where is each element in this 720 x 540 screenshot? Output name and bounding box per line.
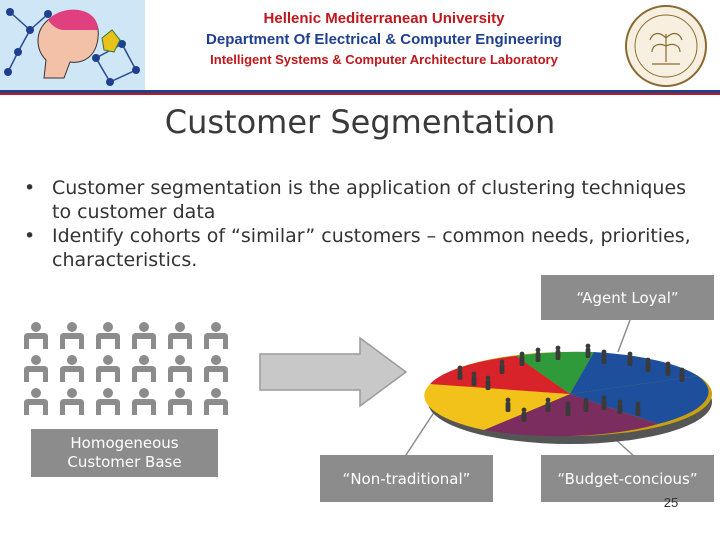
header-rule (0, 90, 720, 93)
person-icon (168, 355, 192, 382)
person-icon (168, 322, 192, 349)
person-icon (132, 322, 156, 349)
person-icon (96, 388, 120, 415)
person-icon (168, 388, 192, 415)
person-icon (132, 388, 156, 415)
header-banner: Hellenic Mediterranean University Depart… (0, 0, 720, 92)
person-icon (96, 355, 120, 382)
person-icon (60, 388, 84, 415)
base-label-line1: Homogeneous (70, 434, 179, 452)
department-name: Department Of Electrical & Computer Engi… (206, 31, 562, 48)
header-rule-accent (0, 93, 720, 95)
bullet-marker: • (24, 177, 36, 199)
person-icon (204, 388, 228, 415)
lab-logo (0, 0, 145, 90)
right-arrow-icon (259, 336, 408, 408)
segment-label-budget-conscious: “Budget-concious” (541, 455, 714, 502)
segment-label-agent-loyal: “Agent Loyal” (541, 275, 714, 320)
header-titles: Hellenic Mediterranean University Depart… (150, 8, 618, 70)
person-icon (204, 355, 228, 382)
slide-title: Customer Segmentation (164, 103, 556, 141)
person-icon (24, 388, 48, 415)
segmented-customer-pie (403, 319, 712, 459)
person-icon (60, 355, 84, 382)
bullet-text: Customer segmentation is the application… (52, 177, 687, 223)
bullet-item: • Customer segmentation is the applicati… (20, 176, 710, 224)
bullet-item: • Identify cohorts of “similar” customer… (20, 224, 710, 272)
person-icon (96, 322, 120, 349)
person-icon (24, 322, 48, 349)
segment-label-non-traditional: “Non-traditional” (320, 455, 493, 502)
person-icon (60, 322, 84, 349)
university-name: Hellenic Mediterranean University (263, 10, 505, 27)
person-icon (24, 355, 48, 382)
page-number: 25 (663, 495, 679, 510)
person-icon (132, 355, 156, 382)
bullet-text: Identify cohorts of “similar” customers … (52, 225, 691, 271)
laboratory-name: Intelligent Systems & Computer Architect… (210, 52, 558, 67)
bullet-marker: • (24, 225, 36, 247)
bullet-list: • Customer segmentation is the applicati… (20, 176, 710, 272)
homogeneous-people-grid (24, 322, 228, 415)
person-icon (204, 322, 228, 349)
homogeneous-base-label: Homogeneous Customer Base (31, 429, 218, 477)
base-label-line2: Customer Base (67, 453, 182, 471)
university-seal (625, 5, 707, 87)
